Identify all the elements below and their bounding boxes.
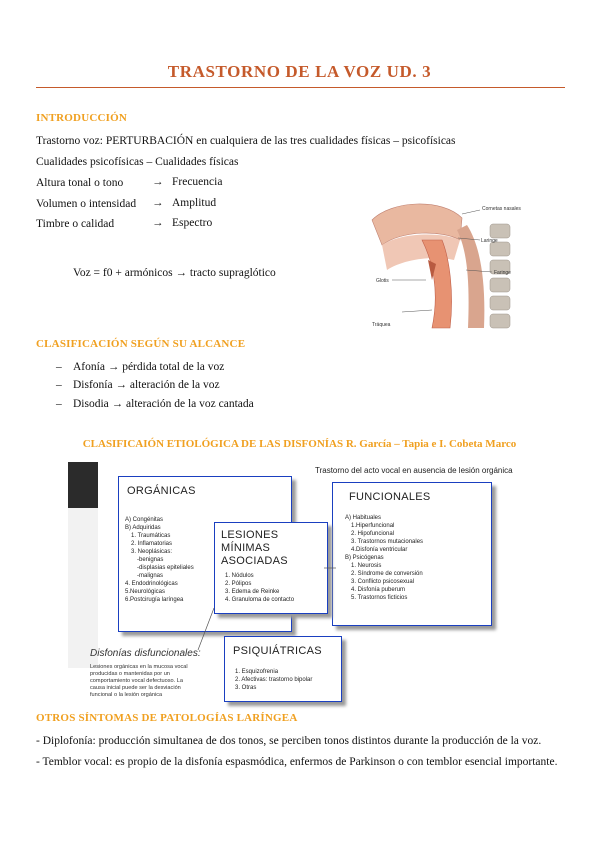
- scan-edge: [68, 462, 98, 508]
- temblor-paragraph: - Temblor vocal: es propio de la disfoní…: [36, 756, 558, 768]
- list-item: 2. Síndrome de conversión: [351, 571, 423, 577]
- list-item: -benignas: [137, 557, 164, 563]
- arrow-icon: →: [152, 217, 164, 229]
- arrow-icon: →: [107, 361, 120, 373]
- disfuncionales-text: Lesiones orgánicas en la mucosa vocal: [90, 664, 188, 670]
- intro-line1: Trastorno voz: PERTURBACIÓN en cualquier…: [36, 135, 456, 147]
- anatomy-label: Faringe: [494, 270, 511, 276]
- otros-heading: OTROS SÍNTOMAS DE PATOLOGÍAS LARÍNGEA: [36, 712, 298, 724]
- list-item: -displasias epiteliales: [137, 565, 194, 571]
- disfuncionales-text: comportamiento vocal defectuoso. La: [90, 678, 183, 684]
- scan-edge: [68, 508, 98, 668]
- list-item: 2. Afectivas: trastorno bipolar: [235, 677, 313, 683]
- disfuncionales-text: funcional o la lesión orgánica: [90, 692, 163, 698]
- list-item: 1.Hiperfuncional: [351, 523, 395, 529]
- intro-line2: Cualidades psicofísicas – Cualidades fís…: [36, 156, 239, 168]
- quality-label-1: Altura tonal o tono: [36, 177, 124, 189]
- page-title: TRASTORNO DE LA VOZ UD. 3: [167, 62, 432, 81]
- lesiones-title: LESIONES MÍNIMAS ASOCIADAS: [221, 529, 288, 567]
- list-item: -malignas: [137, 573, 164, 579]
- anatomy-label: Tráquea: [372, 322, 391, 328]
- list-item: –Afonía → pérdida total de la voz: [56, 361, 225, 373]
- list-item: 3. Trastornos mutacionales: [351, 539, 424, 545]
- diagram-caption: Trastorno del acto vocal en ausencia de …: [315, 466, 513, 475]
- list-item: A) Habituales: [345, 515, 382, 521]
- anatomy-label: Cornetas nasales: [482, 206, 521, 212]
- list-item: 4. Disfonía puberum: [351, 587, 406, 593]
- disfuncionales-text: producidas o mantenidas por un: [90, 671, 170, 677]
- diplofonia-paragraph: - Diplofonía: producción simultanea de d…: [36, 735, 542, 747]
- list-item: 2. Inflamatorias: [131, 541, 173, 547]
- arrow-icon: →: [152, 176, 164, 188]
- anatomy-label: Glotis: [376, 278, 389, 284]
- quality-label-2: Volumen o intensidad: [36, 198, 137, 210]
- voice-formula: Voz = f0 + armónicos → tracto supraglóti…: [73, 267, 276, 279]
- list-item: 1. Esquizofrenia: [235, 669, 279, 675]
- arrow-icon: →: [115, 379, 127, 391]
- list-item: 3. Conflicto psicosexual: [351, 579, 415, 585]
- list-item: 3. Neoplásicas:: [131, 549, 173, 555]
- larynx-anatomy-image: Cornetas nasales Laringe Faringe Glotis …: [362, 200, 540, 330]
- list-item: 6.Postcirugía laríngea: [125, 597, 184, 603]
- disfuncionales-title: Disfonías disfuncionales:: [90, 648, 201, 659]
- psiquiatricas-title: PSIQUIÁTRICAS: [233, 645, 322, 657]
- classification-diagram: Trastorno del acto vocal en ausencia de …: [68, 458, 538, 708]
- list-item: 5. Trastornos ficticios: [351, 595, 408, 601]
- disfuncionales-text: causa inicial puede ser la desviación: [90, 685, 181, 691]
- organicas-title: ORGÁNICAS: [127, 485, 196, 497]
- list-item: 4. Granuloma de contacto: [225, 597, 295, 603]
- quality-label-3: Timbre o calidad: [36, 218, 115, 230]
- list-item: –Disfonía → alteración de la voz: [56, 379, 220, 391]
- list-item: 4. Endodrinológicas: [125, 581, 178, 587]
- lesiones-box: LESIONES MÍNIMAS ASOCIADAS 1. Nódulos 2.…: [214, 522, 328, 614]
- etiologica-heading: CLASIFICAIÓN ETIOLÓGICA DE LAS DISFONÍAS…: [82, 438, 517, 450]
- funcionales-title: FUNCIONALES: [349, 491, 431, 503]
- quality-value-3: Espectro: [172, 217, 213, 229]
- list-item: 4.Disfonía ventricular: [351, 547, 408, 553]
- anatomy-label: Laringe: [481, 238, 498, 244]
- quality-value-1: Frecuencia: [172, 176, 223, 188]
- title-underline: [36, 87, 565, 88]
- list-item: 1. Neurosis: [351, 563, 382, 569]
- list-item: A) Congénitas: [125, 517, 164, 523]
- list-item: 3. Otras: [235, 685, 257, 691]
- psiquiatricas-box: PSIQUIÁTRICAS 1. Esquizofrenia 2. Afecti…: [224, 636, 342, 702]
- list-item: 1. Nódulos: [225, 573, 254, 579]
- alcance-heading: CLASIFICACIÓN SEGÚN SU ALCANCE: [36, 338, 246, 350]
- list-item: B) Psicógenas: [345, 555, 384, 561]
- list-item: 3. Edema de Reinke: [225, 589, 280, 595]
- arrow-icon: →: [152, 197, 164, 209]
- list-item: 2. Hipofuncional: [351, 531, 395, 537]
- list-item: B) Adquiridas: [125, 525, 161, 531]
- list-item: 1. Traumáticas: [131, 533, 171, 539]
- quality-value-2: Amplitud: [172, 197, 217, 209]
- intro-heading: INTRODUCCIÓN: [36, 112, 128, 124]
- list-item: 5.Neurológicas: [125, 589, 166, 595]
- arrow-icon: →: [111, 398, 124, 410]
- list-item: 2. Pólipos: [225, 581, 252, 587]
- funcionales-box: FUNCIONALES A) Habituales 1.Hiperfuncion…: [332, 482, 492, 626]
- list-item: –Disodia → alteración de la voz cantada: [56, 398, 254, 410]
